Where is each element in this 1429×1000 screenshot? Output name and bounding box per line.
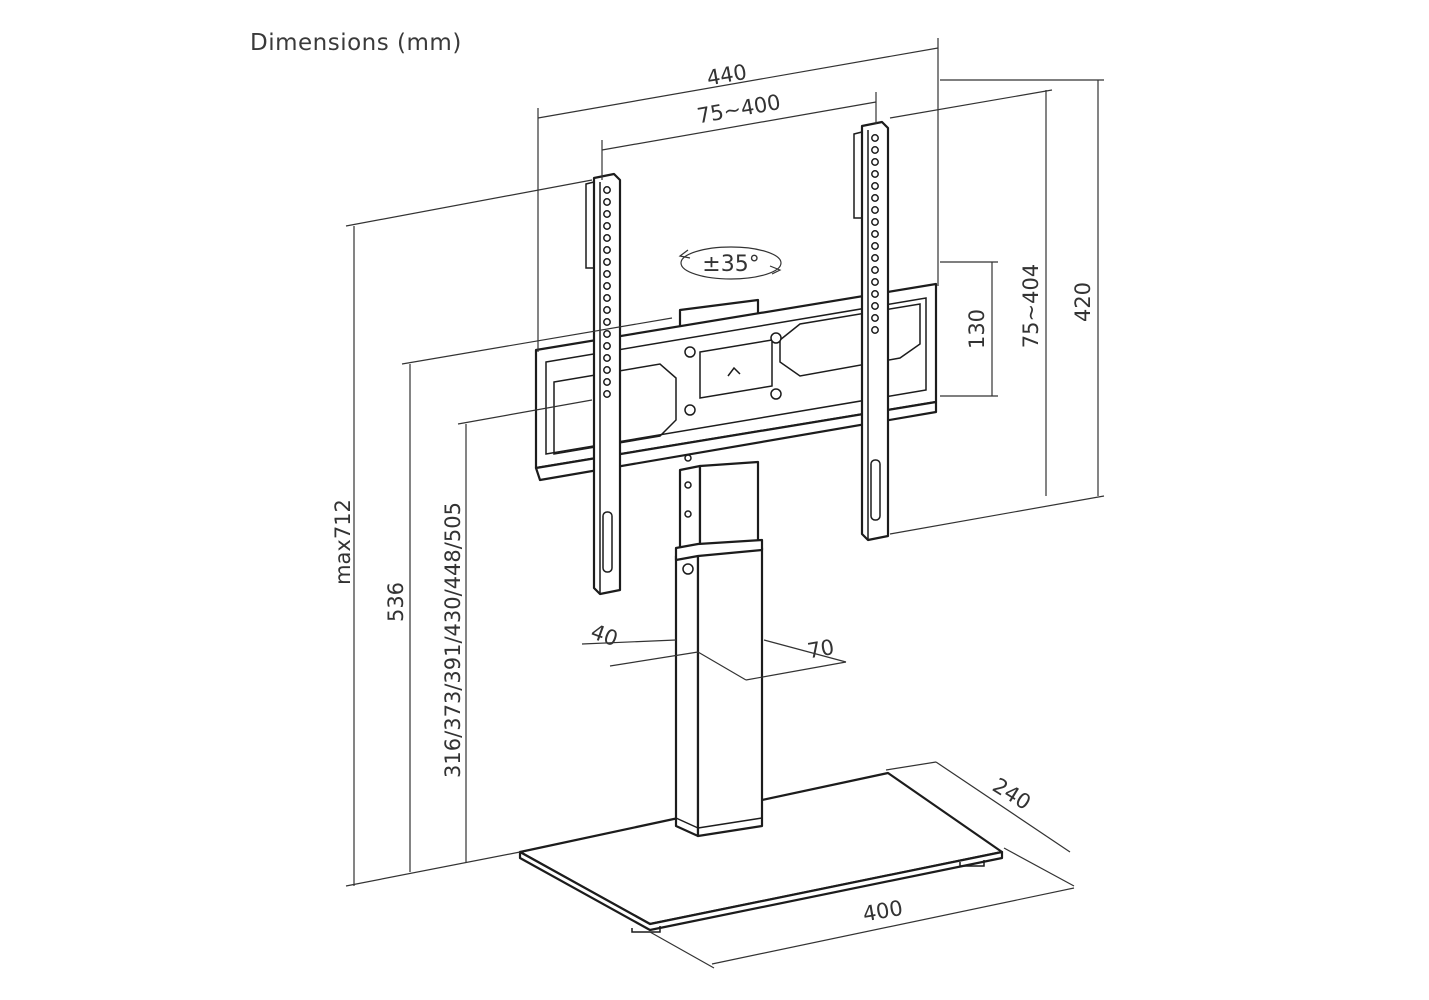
label-max-height: max712 [331, 499, 355, 585]
label-height-options: 316/373/391/430/448/505 [441, 502, 465, 778]
bracket-hole [871, 314, 879, 322]
bracket-hole [603, 294, 611, 302]
label-40: 40 [588, 620, 621, 652]
bracket-hole [871, 326, 879, 334]
bracket-hole [871, 134, 879, 142]
bracket-hole [603, 366, 611, 374]
bracket-hole [603, 330, 611, 338]
bracket-hole [603, 390, 611, 398]
bracket-hole [603, 258, 611, 266]
bracket-hole [603, 186, 611, 194]
bracket-hole [871, 218, 879, 226]
bracket-hole [871, 266, 879, 274]
diagram-title: Dimensions (mm) [250, 30, 462, 56]
label-400: 400 [861, 896, 905, 927]
bracket-hole [871, 206, 879, 214]
label-130: 130 [965, 309, 989, 349]
label-vesa-vertical: 75~404 [1019, 264, 1043, 348]
bracket-hole [603, 210, 611, 218]
bracket-hole [871, 182, 879, 190]
bracket-hole [603, 282, 611, 290]
bracket-hole [603, 270, 611, 278]
bracket-hole [603, 378, 611, 386]
bracket-hole [603, 318, 611, 326]
bracket-hole [871, 158, 879, 166]
label-70: 70 [806, 635, 836, 663]
bracket-hole [871, 242, 879, 250]
bracket-hole [871, 278, 879, 286]
bracket-hole [603, 246, 611, 254]
bracket-hole [871, 290, 879, 298]
base-plate [518, 771, 1004, 933]
bracket-hole [603, 354, 611, 362]
label-420: 420 [1071, 282, 1095, 322]
right-bracket-arm [853, 120, 890, 542]
bracket-hole [871, 170, 879, 178]
bracket-hole [871, 194, 879, 202]
bracket-hole [603, 222, 611, 230]
pole [674, 298, 764, 838]
bracket-hole [603, 234, 611, 242]
bracket-hole [603, 306, 611, 314]
label-536: 536 [384, 582, 408, 622]
bracket-hole [871, 302, 879, 310]
bracket-hole [871, 230, 879, 238]
bracket-hole [603, 342, 611, 350]
label-vesa-horizontal: 75~400 [695, 90, 782, 128]
label-440: 440 [705, 60, 749, 91]
bracket-hole [871, 254, 879, 262]
mount-plate [534, 282, 938, 482]
bracket-hole [871, 146, 879, 154]
dimension-lines [345, 38, 1105, 969]
left-bracket-arm [585, 172, 622, 596]
bracket-hole [603, 198, 611, 206]
label-rotation: ±35° [702, 252, 759, 277]
label-240: 240 [988, 773, 1035, 815]
